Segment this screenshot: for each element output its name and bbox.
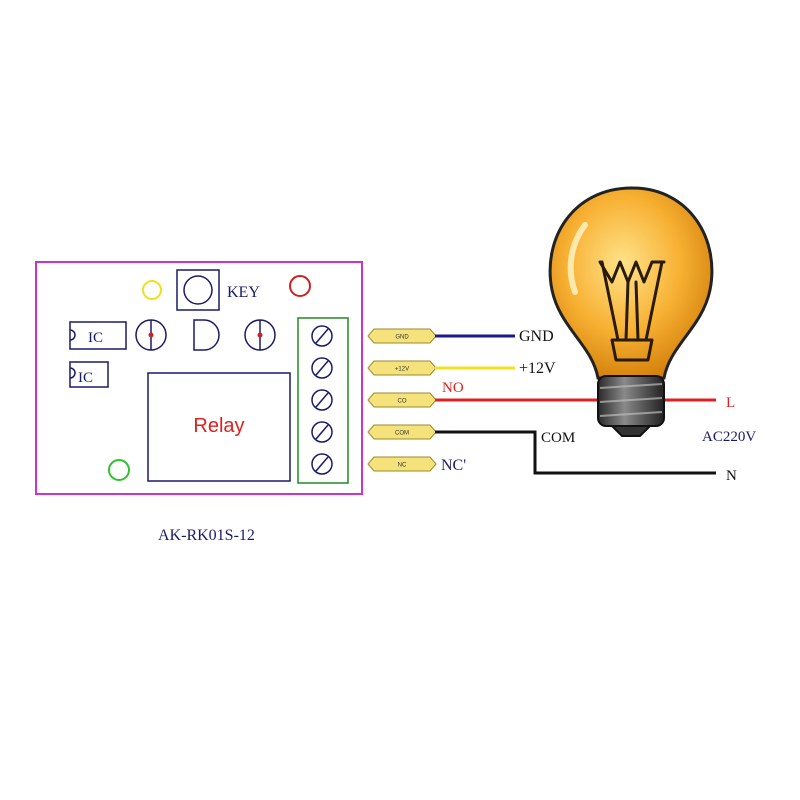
terminal-screws [311,325,333,475]
terminal-block [297,317,349,484]
terminal-screw [311,453,333,475]
pin-tab-gnd: GND [367,328,437,344]
relay-block [147,372,291,482]
wire-com [435,430,716,475]
ic-chip-1 [69,321,127,350]
capacitor-2 [244,319,276,351]
label-gnd: GND [519,328,554,345]
board-outline [35,261,363,495]
label-n: N [726,468,737,484]
terminal-screw [311,389,333,411]
pin-tab-label: COM [395,431,409,437]
pin-tab-plus12v: +12V [367,360,437,376]
board-model-label: AK-RK01S-12 [158,527,255,544]
led-red [289,275,311,297]
pin-tabs: GND +12V CO COM NC [367,328,437,472]
pin-tab-label: GND [395,335,409,341]
led-green [108,459,130,481]
label-no: NO [442,380,464,396]
ic-chip-2 [69,361,109,388]
ic-label-2: IC [78,370,93,386]
label-com: COM [541,430,575,446]
label-12v: +12V [519,360,556,377]
diode-component [193,319,220,351]
ic-label-1: IC [88,330,103,346]
pin-tab-label: CO [398,399,407,405]
pin-tab-co: CO [367,392,437,408]
led-yellow [142,280,162,300]
key-button [176,269,220,311]
pin-tab-label: NC [398,463,407,469]
pin-tab-com: COM [367,424,437,440]
terminal-screw [311,421,333,443]
pin-tab-nc: NC [367,456,437,472]
capacitor-1 [135,319,167,351]
label-nc: NC' [441,457,466,474]
light-bulb-icon [548,186,714,437]
terminal-screw [311,325,333,347]
label-ac220v: AC220V [702,429,756,445]
key-label: KEY [227,284,260,301]
relay-label: Relay [193,415,244,437]
pin-tab-label: +12V [395,367,409,373]
label-l: L [726,395,735,411]
terminal-screw [311,357,333,379]
